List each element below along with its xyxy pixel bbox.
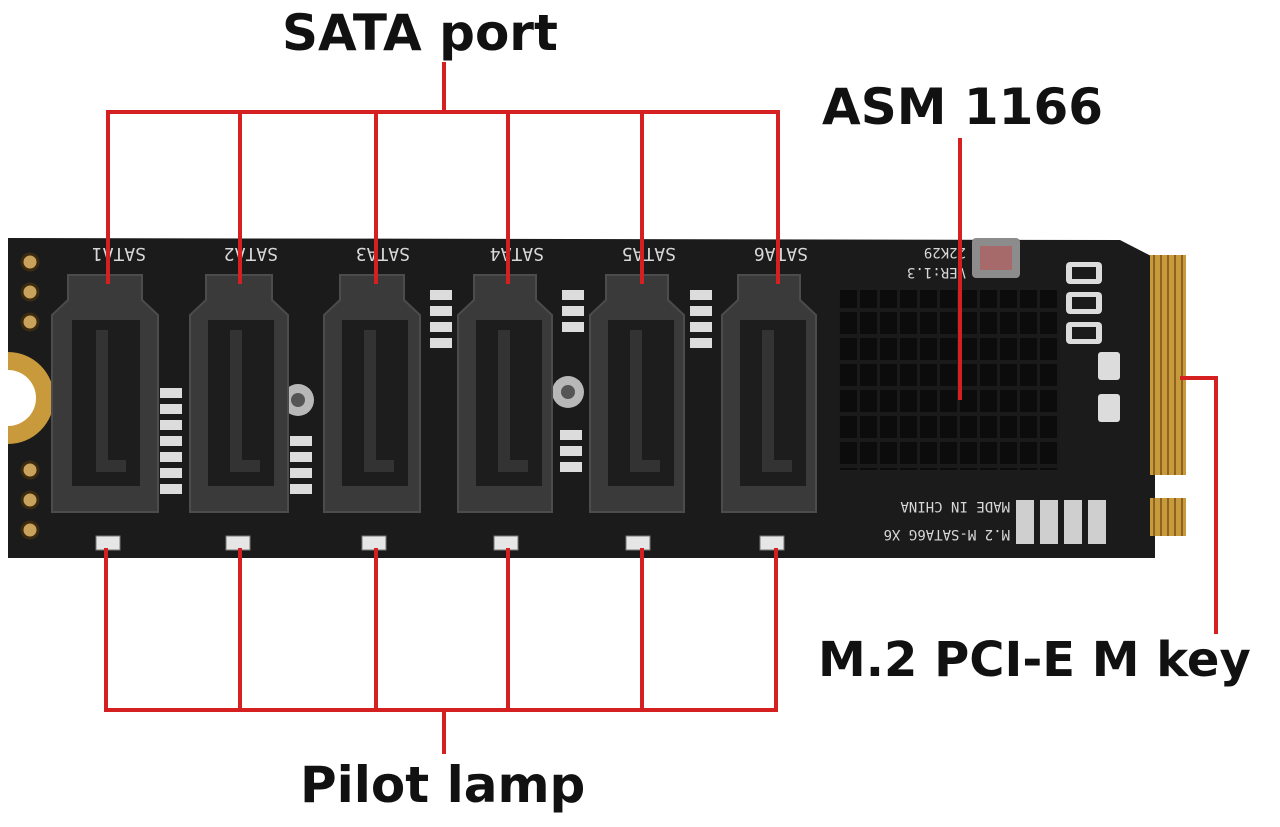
asm-chip-callout: ASM 1166 <box>822 78 1104 136</box>
silk-model: M.2 M-SATA6G X6 <box>884 526 1010 542</box>
silk-port-label: SATA3 <box>356 243 410 264</box>
silk-date: 22K29 <box>924 244 966 260</box>
sata-connectors <box>51 274 817 513</box>
asm1166-heatsink <box>838 290 1060 470</box>
m2-key-callout: M.2 PCI-E M key <box>818 632 1251 688</box>
silk-port-label: SATA4 <box>490 243 544 264</box>
pilot-lamp-callout: Pilot lamp <box>300 756 586 814</box>
silk-port-label: SATA6 <box>754 243 808 264</box>
silk-version: VER:1.3 <box>907 264 966 280</box>
silk-port-label: SATA1 <box>92 243 146 264</box>
header-pads <box>20 252 40 540</box>
sata-port-callout: SATA port <box>282 4 558 62</box>
silk-made-in: MADE IN CHINA <box>900 498 1010 514</box>
m2-gold-fingers <box>1150 255 1186 475</box>
silk-port-label: SATA5 <box>622 243 676 264</box>
silk-port-label: SATA2 <box>224 243 278 264</box>
callout-lines <box>104 62 1218 754</box>
